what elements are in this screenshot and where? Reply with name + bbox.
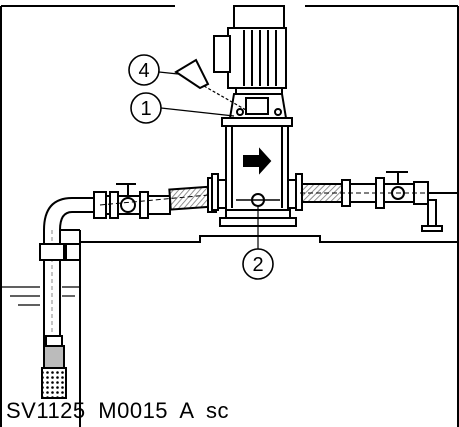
svg-text:1: 1 xyxy=(140,98,151,120)
ground-slab xyxy=(60,229,458,427)
suction-valve-section xyxy=(99,177,231,219)
motor xyxy=(213,5,287,95)
callout-1: 1 xyxy=(130,92,235,124)
suction-pipe xyxy=(39,191,107,399)
callout-2: 2 xyxy=(242,206,274,280)
frame xyxy=(0,5,459,427)
callout-4: 4 xyxy=(128,54,179,86)
filling-funnel xyxy=(174,58,247,111)
drawing-code: SV1125 M0015 A sc xyxy=(6,398,230,423)
water-level-lines xyxy=(1,286,80,306)
svg-text:2: 2 xyxy=(252,254,263,276)
motor-bracket xyxy=(228,93,288,119)
pump-body xyxy=(211,117,303,227)
svg-text:4: 4 xyxy=(138,60,149,82)
discharge-line xyxy=(300,171,458,232)
